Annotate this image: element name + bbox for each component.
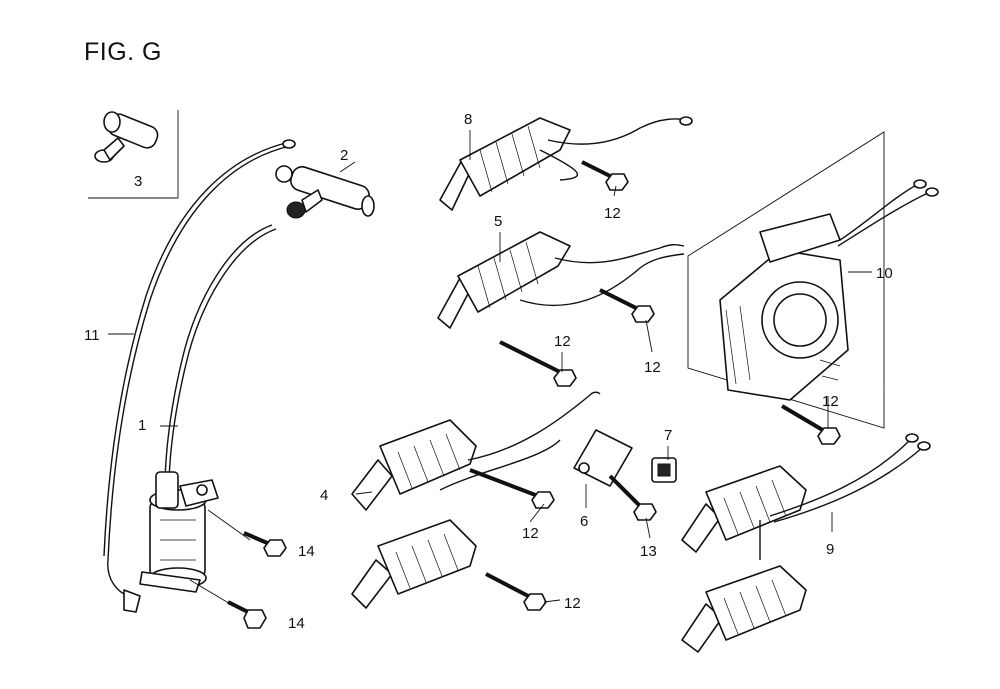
part-4-coil [351, 391, 601, 511]
figure-title: FIG. G [84, 38, 162, 66]
callout-1: 1 [138, 417, 146, 434]
callout-12-f: 12 [564, 595, 581, 612]
part-10-stator [687, 131, 939, 445]
part-5-coil [437, 231, 685, 387]
callout-2: 2 [340, 147, 348, 164]
part-3-plug-cap [88, 110, 179, 199]
callout-14-b: 14 [288, 615, 305, 632]
callout-12-b: 12 [554, 333, 571, 350]
callout-14-a: 14 [298, 543, 315, 560]
callout-12-e: 12 [522, 525, 539, 542]
callout-8: 8 [464, 111, 472, 128]
callout-10: 10 [876, 265, 893, 282]
lower-left-coil [351, 519, 547, 611]
callout-9: 9 [826, 541, 834, 558]
part-9-coil-pair [681, 433, 931, 653]
bolt-14-lower [189, 579, 267, 629]
callout-12-d: 12 [822, 393, 839, 410]
callout-5: 5 [494, 213, 502, 230]
callout-11: 11 [84, 327, 100, 344]
callout-3: 3 [134, 173, 142, 190]
bolt-14-upper [207, 509, 287, 557]
callout-12-c: 12 [644, 359, 661, 376]
part-6-bracket [573, 429, 657, 521]
callout-4: 4 [320, 487, 328, 504]
part-2-plug-cap [275, 165, 375, 219]
callout-6: 6 [580, 513, 588, 530]
callout-12-a: 12 [604, 205, 621, 222]
part-8-coil [439, 116, 693, 211]
callout-leaders [108, 130, 872, 603]
part-1-wire [164, 224, 277, 481]
part-11-wire [103, 139, 296, 613]
callout-7: 7 [664, 427, 672, 444]
part-7-block [651, 457, 677, 483]
ignition-coil [139, 471, 219, 593]
callout-13: 13 [640, 543, 657, 560]
